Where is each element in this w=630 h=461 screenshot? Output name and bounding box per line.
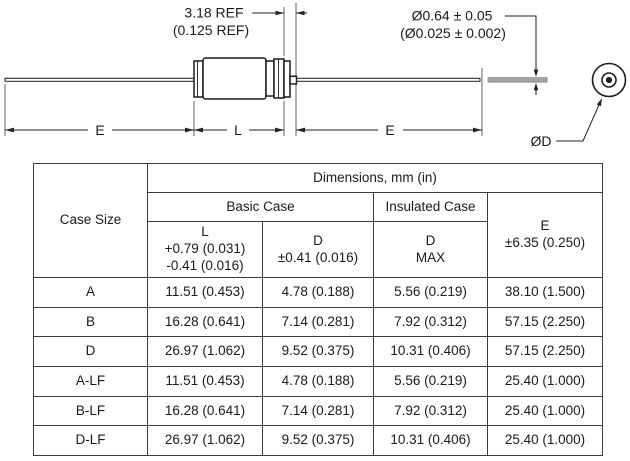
lead-wire-right — [295, 77, 481, 82]
case-size-cell: D — [33, 336, 148, 368]
capacitor-body — [193, 57, 298, 100]
col-e-tol: ±6.35 (0.250) — [504, 235, 586, 250]
col-e-name: E — [540, 218, 550, 234]
d-value-cell: 7.14 (0.281) — [262, 395, 374, 427]
e-right-label: E — [385, 122, 394, 138]
d-value-cell: 9.52 (0.375) — [262, 336, 374, 368]
col-d-tol: ±0.41 (0.016) — [277, 249, 359, 265]
ref-dim-label-line1: 3.18 REF — [184, 5, 243, 21]
case-size-cell: A — [33, 277, 148, 308]
lead-wire-left — [4, 77, 195, 82]
case-size-cell: A-LF — [33, 366, 148, 397]
l-value-cell: 11.51 (0.453) — [147, 277, 263, 308]
e-value-cell: 38.10 (1.500) — [486, 277, 604, 308]
dmax-value-cell: 7.92 (0.312) — [373, 306, 488, 338]
basic-case-group-header: Basic Case — [147, 192, 374, 222]
table-row: B-LF 16.28 (0.641) 7.14 (0.281) 7.92 (0.… — [33, 395, 604, 427]
col-l-tol-plus: +0.79 (0.031) — [164, 241, 246, 257]
table-row: D 26.97 (1.062) 9.52 (0.375) 10.31 (0.40… — [33, 336, 604, 368]
col-dmax-name: D — [425, 232, 436, 248]
l-value-cell: 26.97 (1.062) — [147, 425, 263, 457]
col-header-l: L +0.79 (0.031) -0.41 (0.016) — [147, 221, 263, 278]
case-size-header: Case Size — [33, 163, 148, 278]
dmax-value-cell: 5.56 (0.219) — [373, 277, 488, 308]
lead-dia-label-line2: (Ø0.025 ± 0.002) — [400, 25, 506, 41]
case-size-cell: B-LF — [33, 395, 148, 427]
dmax-value-cell: 10.31 (0.406) — [373, 425, 488, 457]
col-l-tol-minus: -0.41 (0.016) — [166, 257, 244, 273]
l-value-cell: 11.51 (0.453) — [147, 366, 263, 397]
dmax-value-cell: 10.31 (0.406) — [373, 336, 488, 368]
e-value-cell: 57.15 (2.250) — [486, 336, 604, 368]
dim-e-left — [5, 127, 194, 133]
component-dimension-drawing: 3.18 REF (0.125 REF) Ø0.64 ± 0.05 (Ø0.02… — [4, 3, 627, 149]
col-l-name: L — [201, 224, 209, 240]
case-size-cell: B — [33, 306, 148, 338]
d-value-cell: 7.14 (0.281) — [262, 306, 374, 338]
d-value-cell: 9.52 (0.375) — [262, 425, 374, 457]
dim-l — [194, 127, 284, 133]
d-value-cell: 4.78 (0.188) — [262, 277, 374, 308]
col-dmax-max: MAX — [415, 249, 446, 265]
e-value-cell: 57.15 (2.250) — [486, 306, 604, 338]
l-label: L — [234, 122, 242, 138]
l-value-cell: 16.28 (0.641) — [147, 306, 263, 338]
table-row: B 16.28 (0.641) 7.14 (0.281) 7.92 (0.312… — [33, 306, 604, 338]
l-value-cell: 16.28 (0.641) — [147, 395, 263, 427]
e-value-cell: 25.40 (1.000) — [486, 425, 604, 457]
l-value-cell: 26.97 (1.062) — [147, 336, 263, 368]
e-left-label: E — [95, 122, 104, 138]
seal-bead — [289, 75, 298, 85]
col-header-dmax: D MAX — [373, 221, 488, 278]
col-header-d: D ±0.41 (0.016) — [262, 221, 374, 278]
table-row: A 11.51 (0.453) 4.78 (0.188) 5.56 (0.219… — [33, 277, 604, 308]
table-row: D-LF 26.97 (1.062) 9.52 (0.375) 10.31 (0… — [33, 425, 604, 457]
ref-dim-label-line2: (0.125 REF) — [173, 22, 249, 38]
insulated-case-group-header: Insulated Case — [373, 192, 488, 222]
od-label: ØD — [531, 133, 552, 149]
dmax-value-cell: 5.56 (0.219) — [373, 366, 488, 397]
lead-dia-label-line1: Ø0.64 ± 0.05 — [412, 8, 493, 24]
dim-lead-diameter — [505, 15, 539, 95]
table-row: A-LF 11.51 (0.453) 4.78 (0.188) 5.56 (0.… — [33, 366, 604, 397]
dmax-value-cell: 7.92 (0.312) — [373, 395, 488, 427]
end-view — [591, 62, 627, 98]
dim-e-right — [296, 127, 482, 133]
dim-seal-ref — [252, 10, 307, 16]
e-value-cell: 25.40 (1.000) — [486, 395, 604, 427]
extension-lines — [4, 3, 483, 136]
e-value-cell: 25.40 (1.000) — [486, 366, 604, 397]
od-leader — [556, 98, 602, 142]
lead-wire-detail-segment — [487, 77, 548, 83]
dimensions-table: Case Size Dimensions, mm (in) Basic Case… — [33, 163, 604, 457]
case-size-cell: D-LF — [33, 425, 148, 457]
d-value-cell: 4.78 (0.188) — [262, 366, 374, 397]
col-d-name: D — [313, 232, 323, 248]
col-header-e: E ±6.35 (0.250) — [486, 192, 604, 278]
table-title: Dimensions, mm (in) — [146, 163, 604, 193]
